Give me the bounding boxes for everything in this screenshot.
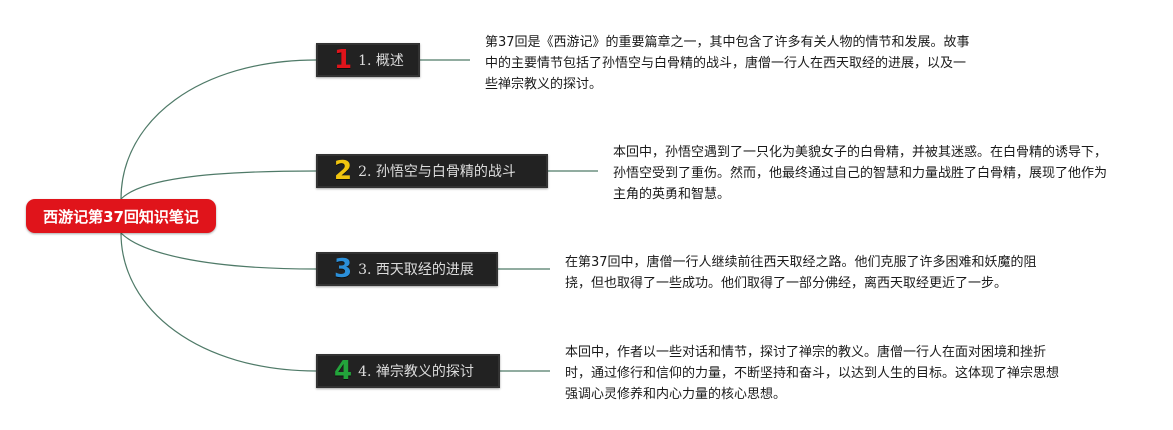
branch-label: 2. 孙悟空与白骨精的战斗 [358, 164, 516, 180]
connector-root-branch-3 [120, 232, 317, 270]
branch-node-2[interactable]: 2 2. 孙悟空与白骨精的战斗 [316, 154, 548, 188]
branch-node-3[interactable]: 3 3. 西天取经的进展 [316, 252, 498, 286]
branch-description-4: 本回中，作者以一些对话和情节，探讨了禅宗的教义。唐僧一行人在面对困境和挫折时，通… [565, 345, 1060, 402]
branch-description-2: 本回中，孙悟空遇到了一只化为美貌女子的白骨精，并被其迷惑。在白骨精的诱导下，孙悟… [613, 145, 1108, 202]
branch-description-3: 在第37回中，唐僧一行人继续前往西天取经之路。他们克服了许多困难和妖魔的阻挠，但… [565, 255, 1037, 291]
connector-root-branch-4 [120, 232, 317, 372]
branch-node-1[interactable]: 1 1. 概述 [316, 43, 420, 77]
number-badge-2: 2 [334, 156, 353, 186]
branch-label: 1. 概述 [358, 53, 404, 69]
number-badge-4: 4 [334, 356, 353, 386]
branch-description-1: 第37回是《西游记》的重要篇章之一，其中包含了许多有关人物的情节和发展。故事中的… [485, 35, 970, 92]
root-node[interactable]: 西游记第37回知识笔记 [26, 199, 216, 233]
connector-root-branch-1 [120, 59, 317, 200]
number-badge-1: 1 [334, 45, 353, 75]
branch-label: 4. 禅宗教义的探讨 [358, 364, 474, 380]
branch-label: 3. 西天取经的进展 [358, 262, 474, 278]
connector-root-branch-2 [120, 170, 317, 200]
branch-node-4[interactable]: 4 4. 禅宗教义的探讨 [316, 354, 500, 388]
number-badge-3: 3 [334, 254, 353, 284]
root-label: 西游记第37回知识笔记 [43, 207, 199, 226]
